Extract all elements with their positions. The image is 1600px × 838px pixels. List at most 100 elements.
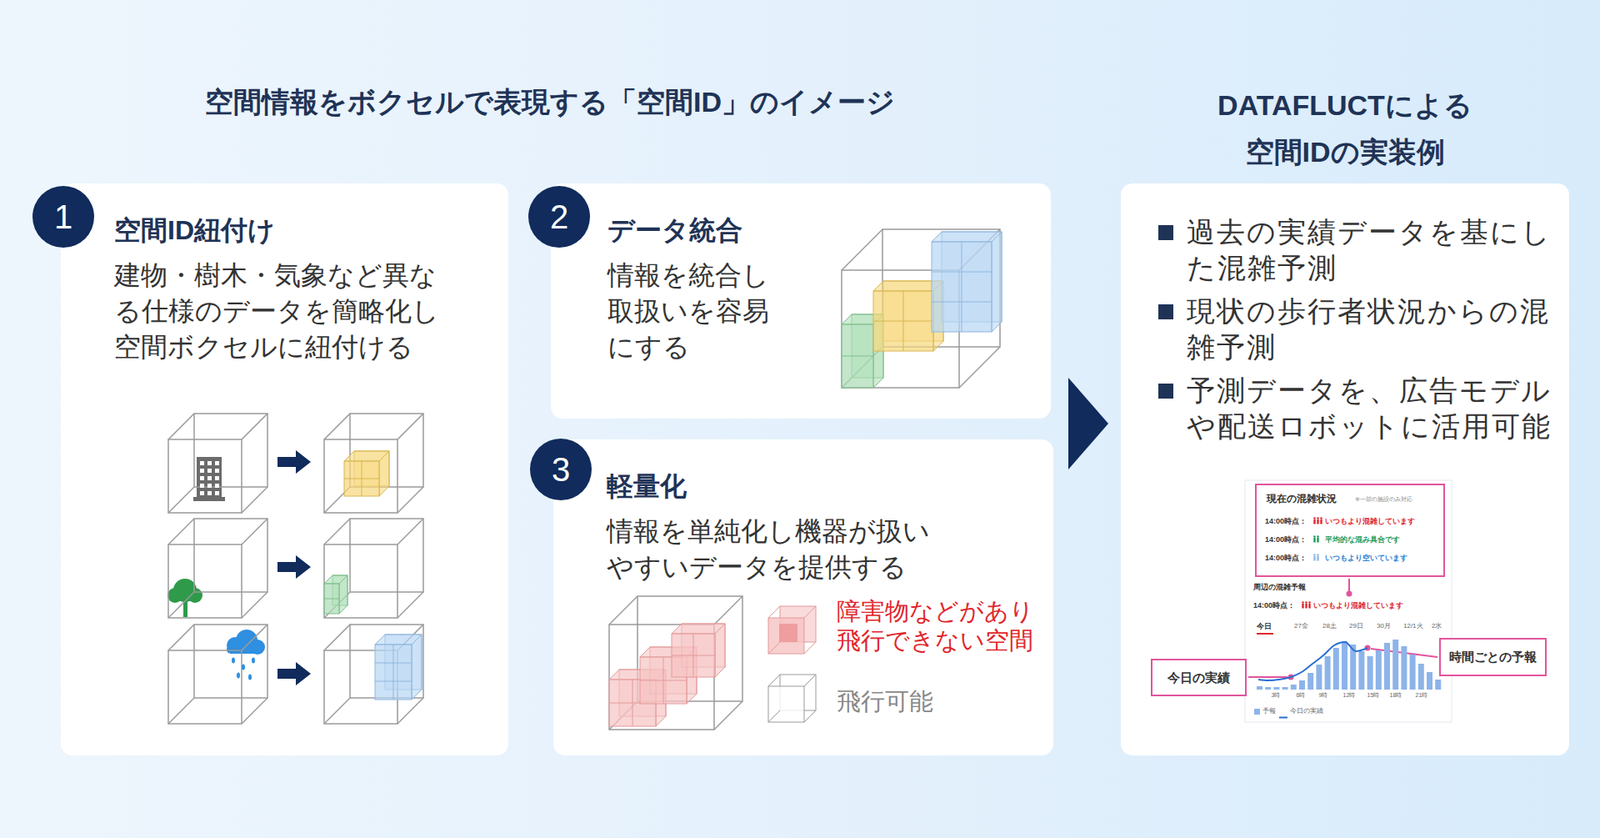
forecast-bar: [1418, 663, 1425, 690]
window: [200, 460, 205, 465]
forecast-bar: [1375, 650, 1382, 690]
tab-label: 30月: [1376, 621, 1391, 630]
tab-label: 2水: [1431, 621, 1442, 630]
status-text: いつもより混雑しています: [1325, 516, 1415, 526]
voxel-cube: [609, 595, 743, 730]
actual-line: [1258, 641, 1368, 680]
status-text: いつもより混雑しています: [1313, 600, 1404, 610]
voxel-block: [671, 623, 725, 677]
forecast-bar: [1341, 640, 1348, 690]
forecast-bar: [1315, 664, 1322, 690]
forecast-bar: [1307, 672, 1314, 690]
people-icon: [1313, 516, 1316, 524]
rain-drop: [231, 657, 235, 664]
legend-text: 飛行可能: [836, 686, 934, 716]
bullet-square: [1158, 383, 1174, 399]
forecast-bar: [1358, 650, 1365, 690]
voxel-cube: [324, 413, 424, 513]
people-icon: [1316, 516, 1320, 524]
status-text: 14:00時点：: [1265, 553, 1307, 563]
people-icon: [1305, 600, 1308, 608]
window: [215, 483, 220, 488]
axis-label: 3時: [1271, 691, 1281, 699]
voxel-block: [375, 634, 422, 700]
window: [207, 483, 212, 488]
rain-drop: [236, 672, 240, 679]
voxel-block: [324, 575, 348, 614]
tree-icon: [167, 578, 203, 617]
people-icon: [1320, 516, 1323, 524]
window: [207, 490, 212, 495]
step-number-text: 1: [54, 198, 73, 235]
forecast-bar: [1367, 655, 1374, 690]
forecast-bar: [1290, 684, 1297, 690]
bullet-item: 予測データを、広告モデルや配送ロボットに活用可能: [1186, 372, 1554, 445]
voxel-cube: [324, 624, 424, 724]
tab-label: 27金: [1294, 621, 1309, 630]
step-arrow: [277, 555, 311, 579]
legend-swatch: [1279, 708, 1288, 715]
screenshot-frame: [1245, 480, 1452, 722]
window: [215, 475, 220, 480]
axis-label: 9時: [1319, 691, 1329, 699]
tab-label: 12/1火: [1403, 621, 1424, 630]
legend-swatch: [767, 605, 818, 655]
forecast-bar: [1299, 680, 1305, 690]
panel-heading: 空間ID紐付け: [114, 213, 275, 247]
legend-text: 予報: [1262, 706, 1276, 715]
forecast-bar: [1273, 686, 1280, 690]
voxel-cube: [168, 518, 268, 618]
forecast-bar: [1400, 645, 1407, 690]
step-arrow: [277, 450, 311, 474]
forecast-bar: [1256, 685, 1263, 690]
people-icon: [1301, 600, 1305, 608]
panel-heading: データ統合: [607, 213, 743, 247]
window: [215, 490, 220, 495]
bullet-text: 予測データを、広告モデルや配送ロボットに活用可能: [1186, 372, 1554, 445]
step-arrow: [277, 661, 311, 685]
rain-drop: [248, 674, 252, 680]
axis-label: 12時: [1343, 691, 1356, 699]
legend-swatch: [1254, 708, 1260, 715]
axis-label: 21時: [1415, 691, 1429, 699]
people-icon: [1313, 553, 1316, 560]
legend-text: 今日の実績: [1290, 706, 1324, 715]
status-text: 周辺の混雑予報: [1253, 582, 1306, 592]
window: [207, 468, 212, 473]
forecast-bar: [1384, 642, 1390, 690]
bullet-item: 過去の実績データを基にした混雑予測: [1186, 214, 1554, 286]
status-text: 14:00時点：: [1265, 535, 1307, 545]
panel-body: 建物・樹木・気象など異なる仕様のデータを簡略化し空間ボクセルに紐付ける: [114, 257, 448, 365]
callout-text: 今日の実績: [1167, 670, 1230, 685]
tab-label: 29日: [1349, 621, 1364, 630]
people-icon: [1313, 535, 1316, 542]
tab-underline: [1256, 632, 1274, 635]
legend-swatch: [767, 673, 818, 724]
bullet-text: 過去の実績データを基にした混雑予測: [1186, 214, 1554, 286]
bullet-square: [1158, 225, 1174, 240]
status-text: いつもより空いています: [1325, 553, 1408, 563]
forecast-bar: [1265, 686, 1271, 690]
people-icon: [1316, 553, 1320, 560]
axis-label: 15時: [1367, 691, 1380, 699]
forecast-bar: [1333, 647, 1340, 690]
status-text: 14:00時点：: [1265, 516, 1307, 526]
axis-label: 18時: [1390, 691, 1403, 699]
flow-arrow: [1068, 377, 1109, 470]
callout-box: 今日の実績: [1150, 658, 1247, 696]
people-icon: [1316, 535, 1320, 542]
callout-text: 時間ごとの予報: [1449, 649, 1537, 665]
forecast-bar: [1325, 655, 1331, 690]
bullet-item: 現状の歩行者状況からの混雑予測: [1186, 293, 1554, 365]
people-icon: [1308, 600, 1311, 608]
bullet-text: 現状の歩行者状況からの混雑予測: [1186, 293, 1554, 365]
voxel-block: [931, 231, 1002, 332]
tab-label: 28土: [1322, 621, 1337, 630]
window: [215, 460, 220, 465]
voxel-cube: [324, 518, 424, 618]
legend-text: 障害物などがあり飛行できない空間: [836, 596, 1037, 655]
forecast-bar: [1435, 679, 1441, 690]
rain-drop: [251, 657, 255, 664]
bullet-list: 過去の実績データを基にした混雑予測現状の歩行者状況からの混雑予測予測データを、広…: [1186, 214, 1554, 452]
bullet-square: [1158, 304, 1174, 320]
